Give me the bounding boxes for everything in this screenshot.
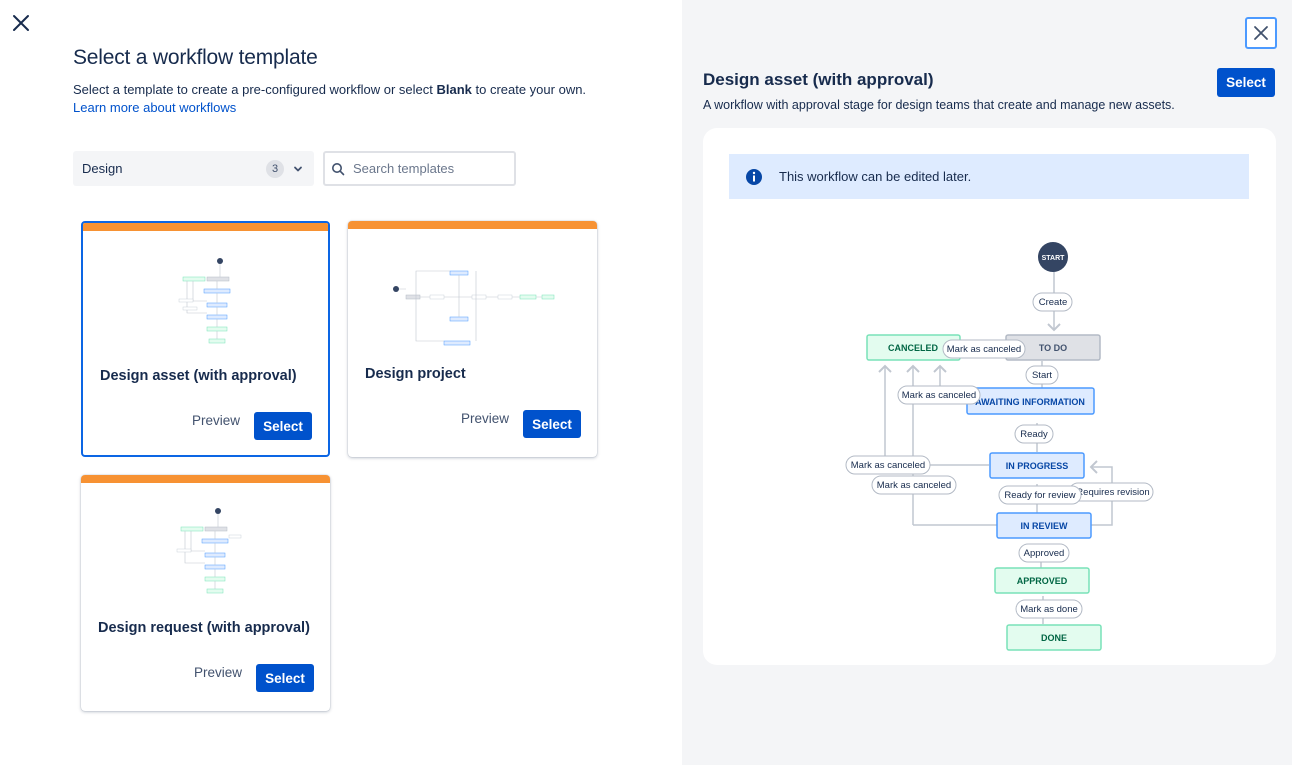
preview-title: Design asset (with approval)	[703, 70, 934, 89]
svg-text:START: START	[1042, 255, 1066, 262]
workflow-thumbnail	[178, 258, 231, 344]
learn-more-link[interactable]: Learn more about workflows	[73, 100, 237, 115]
transition-ready-for-review: Ready for review	[998, 485, 1082, 505]
preview-button[interactable]: Preview	[191, 413, 240, 428]
transition-approved: Approved	[1018, 543, 1070, 563]
dialog-title: Select a workflow template	[73, 46, 318, 69]
select-button[interactable]: Select	[523, 410, 581, 438]
svg-text:Mark as canceled: Mark as canceled	[947, 344, 1021, 355]
preview-description: A workflow with approval stage for desig…	[703, 98, 1175, 112]
dialog-subtitle: Select a template to create a pre-config…	[73, 82, 587, 97]
transition-ready: Ready	[1014, 424, 1054, 444]
category-select-value: Design	[82, 161, 123, 176]
category-select[interactable]: Design 3	[73, 151, 314, 186]
svg-text:Approved: Approved	[1024, 548, 1065, 559]
template-chooser: Select a workflow template Select a temp…	[10, 12, 597, 711]
template-card-design-asset[interactable]: Design asset (with approval) Preview Sel…	[81, 221, 330, 457]
close-icon	[1254, 26, 1268, 40]
workflow-preview-card: This workflow can be edited later.	[703, 128, 1276, 665]
status-awaiting-information: AWAITING INFORMATION	[966, 387, 1095, 415]
close-preview-button[interactable]	[1245, 17, 1277, 49]
svg-text:DONE: DONE	[1041, 633, 1067, 643]
svg-text:IN PROGRESS: IN PROGRESS	[1006, 461, 1069, 471]
svg-text:Create: Create	[1039, 297, 1068, 308]
search-icon	[332, 162, 345, 175]
svg-text:Mark as canceled: Mark as canceled	[877, 480, 951, 491]
template-name: Design project	[365, 366, 466, 382]
transition-mark-as-canceled: Mark as canceled	[871, 475, 957, 495]
select-button[interactable]: Select	[254, 412, 312, 440]
svg-text:IN REVIEW: IN REVIEW	[1020, 521, 1068, 531]
card-accent-bar	[81, 475, 330, 483]
chevron-down-icon	[294, 166, 302, 171]
category-count-badge: 3	[266, 159, 284, 178]
status-in-review: IN REVIEW	[996, 512, 1092, 539]
transition-requires-revision: Requires revision	[1068, 482, 1154, 502]
svg-text:Ready for review: Ready for review	[1004, 490, 1075, 501]
transition-mark-as-canceled: Mark as canceled	[942, 339, 1026, 359]
workflow-thumbnail	[393, 270, 555, 346]
transition-mark-as-done: Mark as done	[1015, 599, 1083, 619]
svg-text:Ready: Ready	[1020, 429, 1048, 440]
svg-text:TO DO: TO DO	[1039, 343, 1067, 353]
transition-mark-as-canceled: Mark as canceled	[845, 455, 931, 475]
transition-start: Start	[1025, 365, 1059, 385]
template-name: Design asset (with approval)	[100, 368, 297, 384]
svg-text:Mark as canceled: Mark as canceled	[902, 390, 976, 401]
card-accent-bar	[348, 221, 597, 229]
status-done: DONE	[1006, 624, 1102, 651]
svg-text:Mark as canceled: Mark as canceled	[851, 460, 925, 471]
select-button[interactable]: Select	[1217, 68, 1275, 97]
template-preview-panel: Design asset (with approval) A workflow …	[682, 0, 1292, 765]
svg-text:Mark as done: Mark as done	[1020, 604, 1078, 615]
workflow-thumbnail	[176, 508, 242, 594]
svg-text:CANCELED: CANCELED	[888, 343, 939, 353]
card-accent-bar	[83, 223, 328, 231]
transition-mark-as-canceled: Mark as canceled	[897, 385, 981, 405]
workflow-diagram: START CANCELED TO DO AWAITING INFORMATIO…	[845, 242, 1154, 651]
template-card-design-request[interactable]: Design request (with approval) Preview S…	[81, 475, 330, 711]
svg-text:Requires revision: Requires revision	[1076, 487, 1149, 498]
svg-text:AWAITING INFORMATION: AWAITING INFORMATION	[975, 397, 1085, 407]
search-field[interactable]	[323, 151, 516, 186]
preview-button[interactable]: Preview	[193, 665, 242, 680]
info-banner: This workflow can be edited later.	[729, 154, 1249, 199]
transition-create: Create	[1032, 292, 1073, 312]
template-name: Design request (with approval)	[98, 620, 310, 636]
status-in-progress: IN PROGRESS	[989, 452, 1085, 479]
template-card-design-project[interactable]: Design project Preview Select	[348, 221, 597, 457]
status-approved: APPROVED	[994, 567, 1090, 594]
svg-text:APPROVED: APPROVED	[1017, 576, 1068, 586]
close-icon[interactable]	[10, 12, 32, 34]
info-icon	[746, 168, 762, 185]
svg-text:Start: Start	[1032, 370, 1052, 381]
search-input[interactable]	[353, 161, 503, 176]
select-button[interactable]: Select	[256, 664, 314, 692]
workflow-start: START	[1038, 242, 1068, 272]
preview-button[interactable]: Preview	[460, 411, 509, 426]
info-text: This workflow can be edited later.	[779, 169, 972, 184]
